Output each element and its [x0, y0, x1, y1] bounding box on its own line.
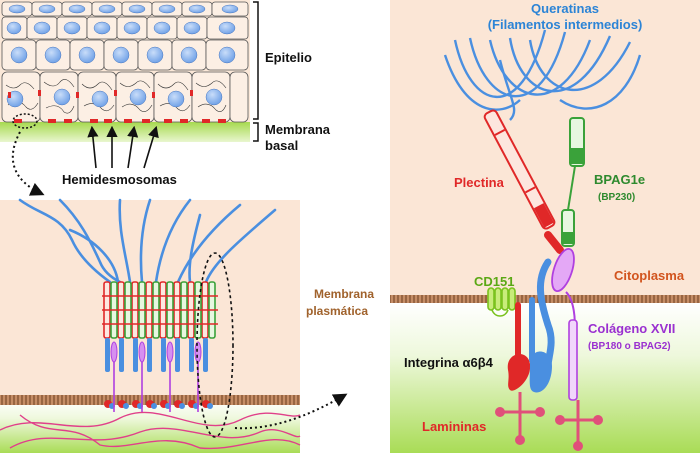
label-citoplasma: Citoplasma: [614, 268, 685, 283]
hemidesmosome-array: [102, 281, 218, 412]
integrin-a6b4: [507, 297, 552, 393]
basal-membrane-band: [0, 122, 250, 142]
hemidesmosome-arrows: [87, 125, 159, 169]
zoom-arrow-2: [234, 393, 348, 430]
laminin-crosses: [495, 392, 603, 451]
laminin-fibres-left: [0, 411, 301, 450]
label-filamentos-intermedios: (Filamentos intermedios): [488, 17, 643, 32]
zoom-ellipse-top: [12, 113, 38, 129]
zoom-panel-left: [0, 198, 301, 453]
label-plectina: Plectina: [454, 175, 505, 190]
label-integrina: Integrina α6β4: [404, 355, 494, 370]
zoom-ellipse-bottom: [196, 252, 234, 438]
zoom-arrow-1: [11, 131, 45, 196]
label-bp230: (BP230): [598, 192, 635, 203]
plectin-molecule: [483, 109, 556, 230]
cd151-tetraspanin: [487, 287, 516, 317]
label-bp180: (BP180 o BPAG2): [588, 341, 671, 352]
label-colageno-xvii: Colágeno XVII: [588, 321, 675, 336]
collagen-xvii-head: [551, 247, 575, 293]
label-lamininas: Lamininas: [422, 419, 486, 434]
label-cd151: CD151: [474, 274, 514, 289]
brackets: [253, 1, 259, 142]
keratin-loops: [443, 29, 642, 121]
bpag1e-molecule: [561, 117, 585, 247]
label-membrana-plasmatica-1: Membrana: [314, 287, 374, 301]
epithelium-panel: [0, 0, 250, 142]
hemidesmosome-markers: [8, 90, 226, 123]
label-bpag1e: BPAG1e: [594, 172, 645, 187]
label-membrana-basal-2: basal: [265, 138, 298, 153]
detail-panel-right: Queratinas (Filamentos intermedios): [390, 0, 700, 453]
label-epitelio: Epitelio: [265, 50, 312, 65]
label-membrana-basal-1: Membrana: [265, 122, 331, 137]
plectin-tail: [544, 231, 564, 254]
label-membrana-plasmatica-2: plasmática: [306, 304, 368, 318]
label-hemidesmosomas: Hemidesmosomas: [62, 172, 177, 187]
keratin-filaments-left: [18, 198, 277, 284]
collagen-xvii-ectodomain: [568, 319, 578, 401]
plasma-membrane-right: [390, 295, 700, 303]
label-queratinas: Queratinas: [531, 1, 599, 16]
